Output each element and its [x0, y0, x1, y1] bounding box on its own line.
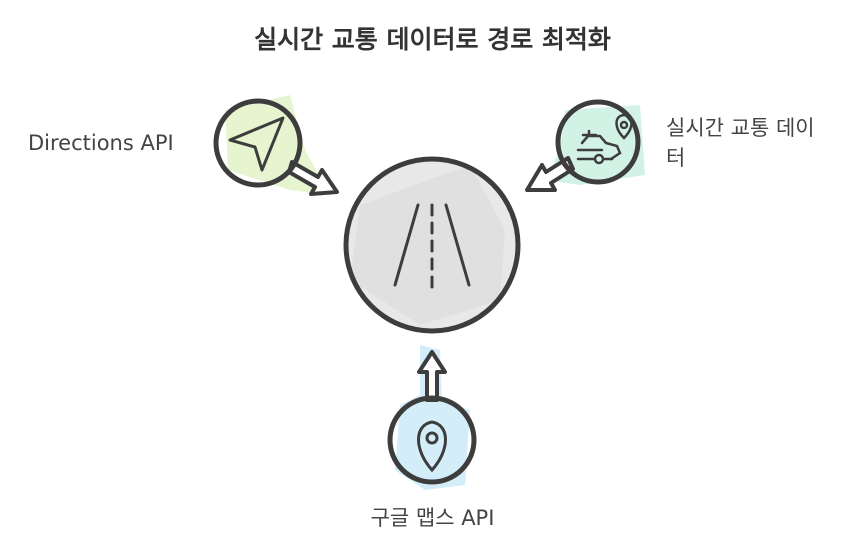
maps-node	[387, 395, 477, 485]
directions-label: Directions API	[28, 131, 174, 155]
road-icon	[393, 203, 471, 290]
arrow-maps-to-center	[417, 350, 447, 402]
maps-blob	[395, 345, 470, 490]
maps-label: 구글 맵스 API	[370, 506, 495, 530]
navigation-arrow-icon	[228, 116, 285, 172]
center-node	[343, 156, 521, 334]
map-pin-icon	[417, 420, 447, 473]
arrow-directions-to-center	[287, 160, 339, 196]
car-location-icon	[576, 113, 633, 165]
directions-node	[213, 98, 303, 188]
traffic-label-line1: 실시간 교통 데이	[666, 116, 815, 140]
traffic-label-line2: 터	[666, 146, 686, 170]
diagram-title: 실시간 교통 데이터로 경로 최적화	[254, 25, 611, 54]
traffic-node	[555, 99, 641, 185]
